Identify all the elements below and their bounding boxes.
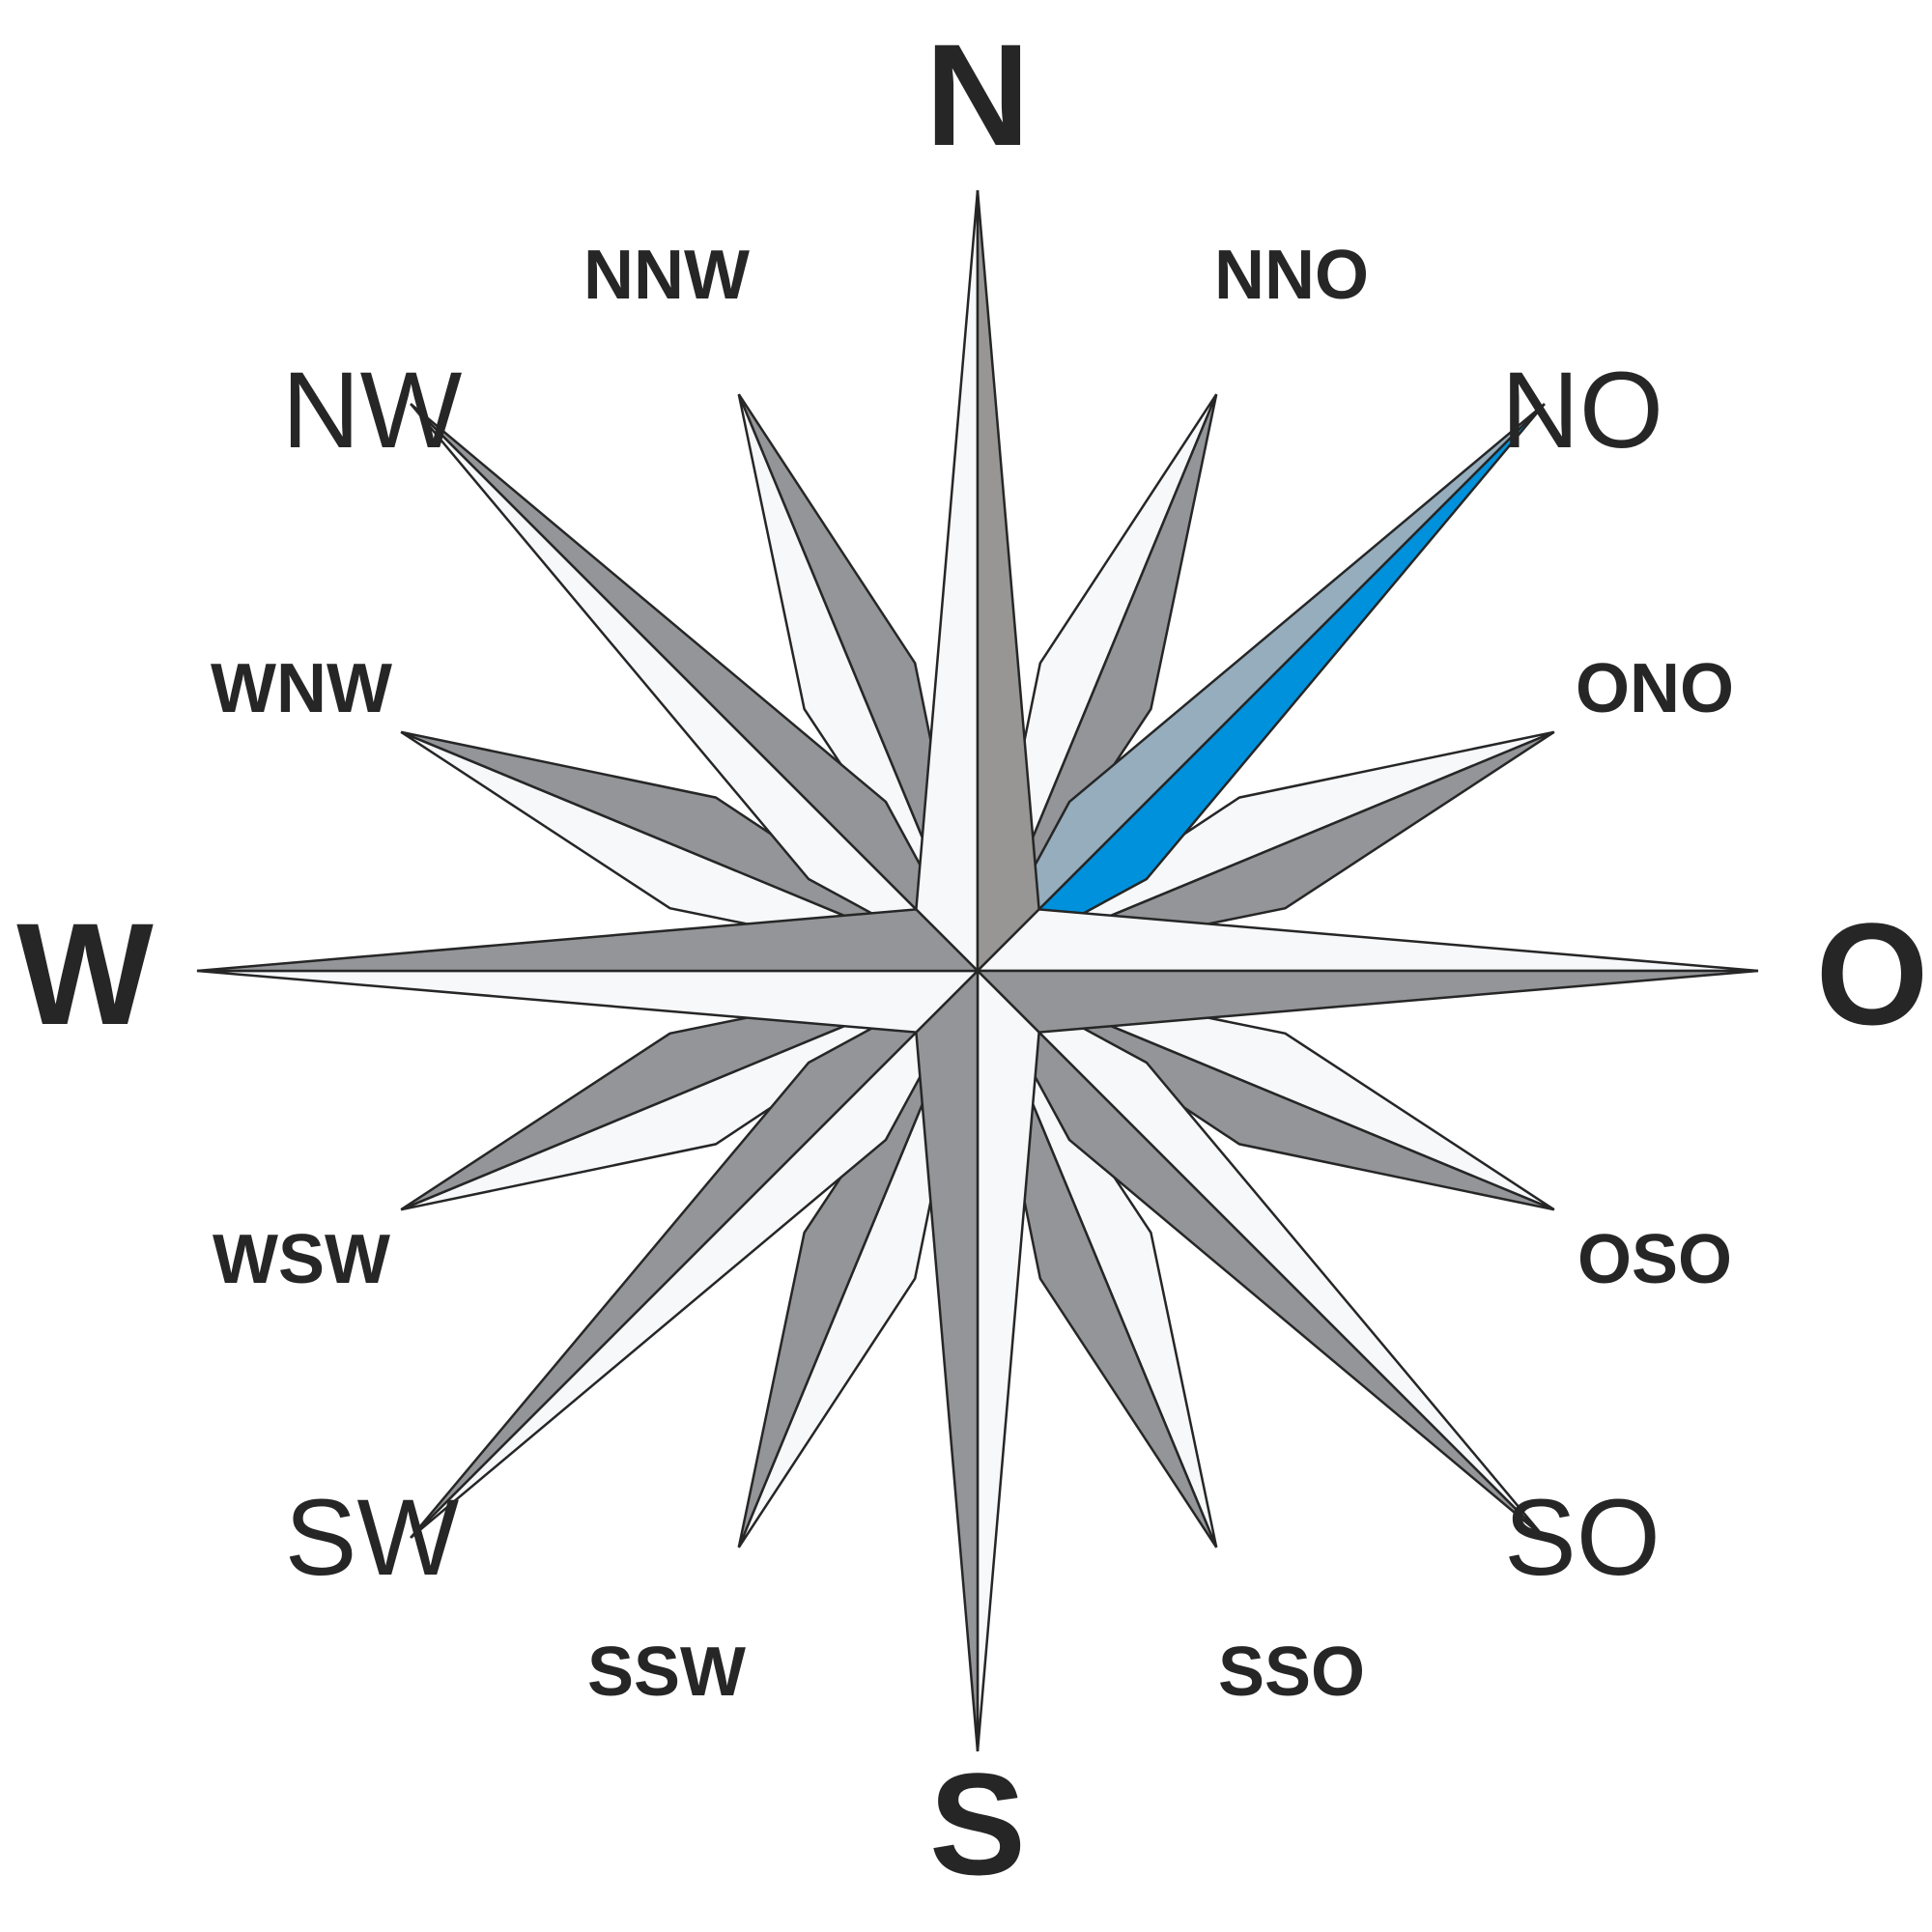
point-s-left	[976, 967, 1040, 1752]
label-sso: SSO	[1218, 1634, 1365, 1711]
point-n-right	[976, 189, 1040, 975]
label-w: W	[16, 893, 154, 1055]
point-o-right	[974, 969, 1759, 1034]
label-ssw: SSW	[587, 1634, 746, 1711]
label-o: O	[1816, 893, 1929, 1055]
point-s-right	[915, 967, 980, 1752]
label-nnw: NNW	[583, 237, 750, 314]
point-o-left	[974, 908, 1759, 973]
label-wnw: WNW	[211, 650, 392, 727]
label-n: N	[925, 14, 1030, 176]
label-nw: NW	[282, 350, 463, 470]
point-w-left	[196, 969, 981, 1034]
label-s: S	[929, 1743, 1026, 1905]
point-w-right	[196, 908, 981, 973]
label-nno: NNO	[1214, 237, 1369, 314]
rose-points	[196, 189, 1759, 1752]
label-oso: OSO	[1577, 1221, 1732, 1298]
point-n-left	[915, 189, 980, 975]
label-ono: ONO	[1576, 650, 1734, 727]
label-no: NO	[1501, 350, 1663, 470]
label-so: SO	[1504, 1477, 1661, 1598]
label-sw: SW	[285, 1477, 460, 1598]
label-wsw: WSW	[213, 1221, 390, 1298]
